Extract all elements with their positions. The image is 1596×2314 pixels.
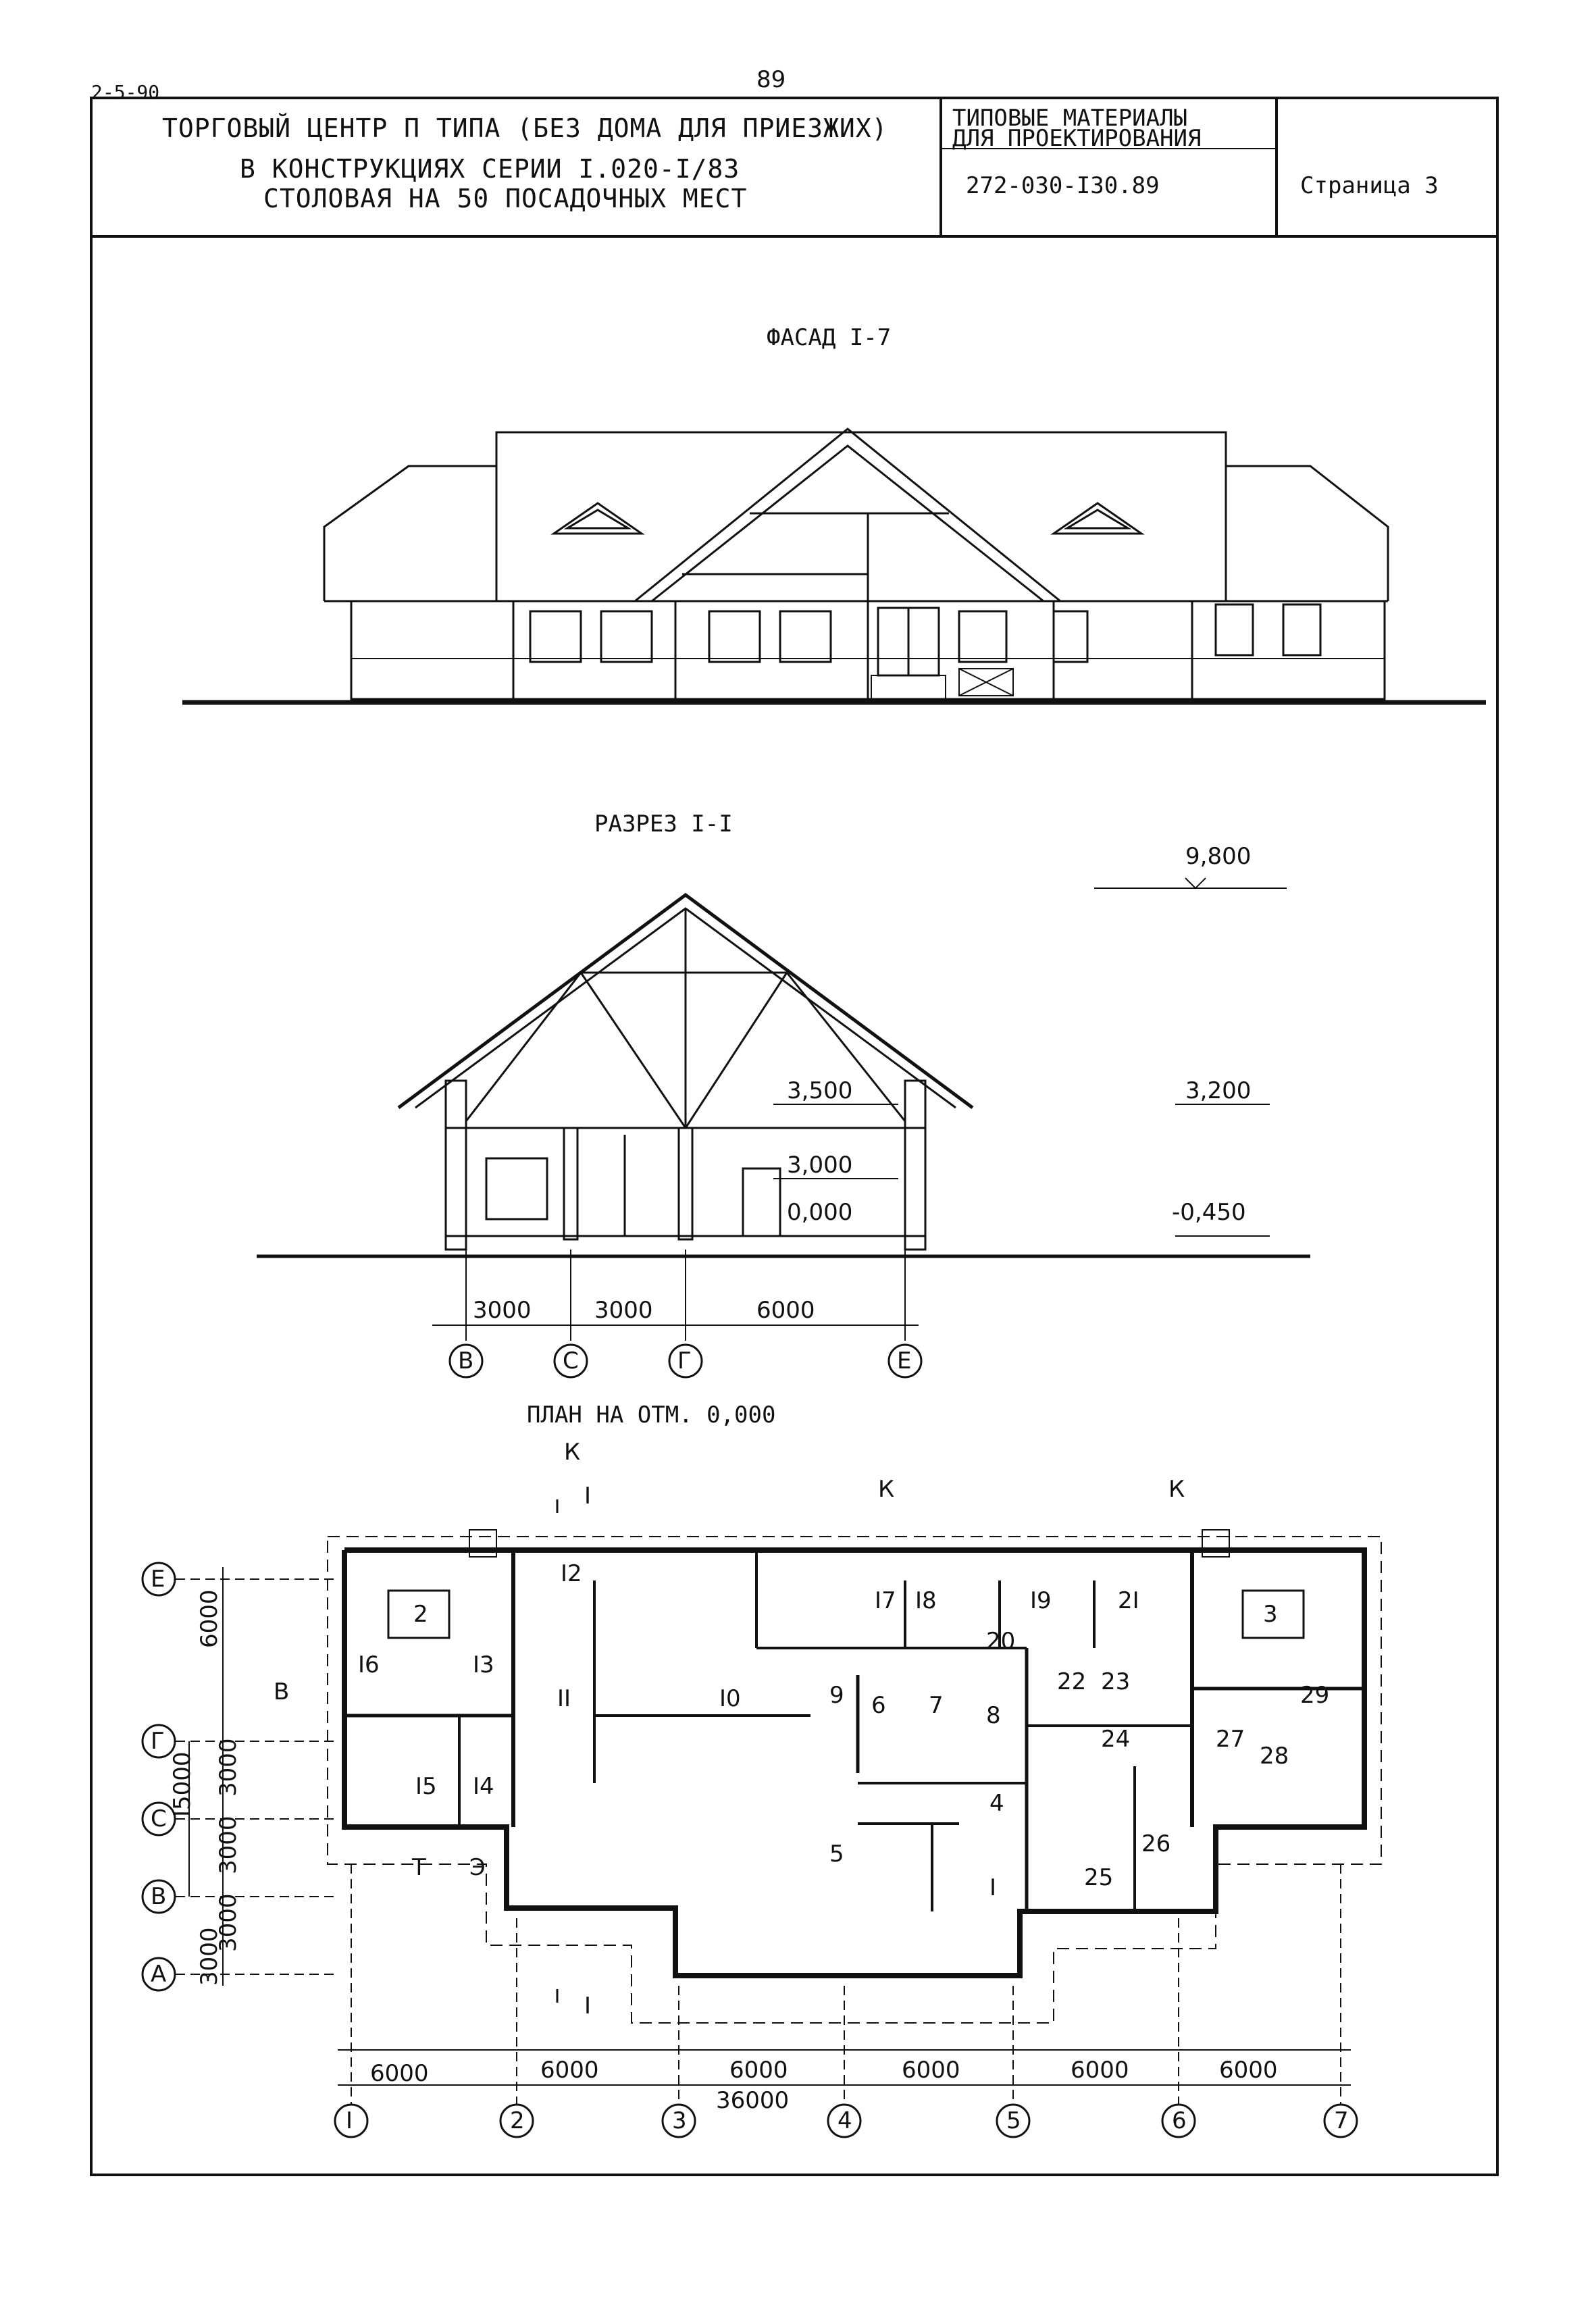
room-5: 5: [829, 1841, 844, 1868]
left-dim-2: 3000: [215, 1738, 242, 1797]
plan-axis-6: 6: [1172, 2107, 1187, 2134]
plan-axis-v: В: [151, 1883, 167, 1910]
bottom-dim-5: 6000: [1071, 2057, 1129, 2084]
sheet-title-line-2: В КОНСТРУКЦИЯХ СЕРИИ I.020-I/83: [240, 154, 740, 184]
room-25: 25: [1084, 1864, 1114, 1891]
plan-axis-e: Е: [151, 1566, 165, 1593]
plan-title: ПЛАН НА ОТМ. 0,000: [527, 1402, 776, 1429]
sheet-title-line-1: ТОРГОВЫЙ ЦЕНТР П ТИПА (БЕЗ ДОМА ДЛЯ ПРИЕ…: [162, 113, 888, 143]
marker-k-1: К: [564, 1439, 581, 1466]
room-7: 7: [929, 1692, 944, 1719]
level-3500: 3,500: [787, 1077, 853, 1104]
level-3000: 3,000: [787, 1152, 853, 1179]
facade-title: ФАСАД I-7: [767, 324, 892, 351]
room-9: 9: [829, 1682, 844, 1709]
section-axis-v: В: [458, 1347, 474, 1374]
left-dim-total: I5000: [169, 1751, 196, 1817]
floor-plan-drawing: [141, 1499, 1382, 2138]
plan-axis-5: 5: [1006, 2107, 1021, 2134]
room-29: 29: [1300, 1682, 1330, 1709]
section-dim-2: 3000: [594, 1297, 653, 1324]
room-16: I6: [358, 1651, 380, 1678]
room-12: I2: [561, 1560, 582, 1587]
section-dim-3: 6000: [756, 1297, 815, 1324]
section-mark-top: I: [584, 1483, 592, 1510]
room-20: 20: [986, 1628, 1016, 1655]
series-label-line-2: ДЛЯ ПРОЕКТИРОВАНИЯ: [952, 125, 1202, 152]
section-dim-1: 3000: [473, 1297, 532, 1324]
room-26: 26: [1141, 1830, 1171, 1857]
level-3200: 3,200: [1185, 1077, 1252, 1104]
room-27: 27: [1216, 1726, 1245, 1753]
room-14: I4: [473, 1773, 494, 1800]
room-2: 2: [413, 1601, 428, 1628]
room-10: I0: [719, 1685, 741, 1712]
level-9800: 9,800: [1185, 843, 1252, 870]
marker-k-3: К: [1168, 1476, 1185, 1503]
plan-axis-s: С: [151, 1805, 167, 1832]
left-dim-5: 3000: [196, 1927, 223, 1986]
total-dim: 36000: [716, 2087, 790, 2114]
level-0000: 0,000: [787, 1199, 853, 1226]
facade-drawing: [182, 428, 1486, 705]
room-24: 24: [1101, 1726, 1131, 1753]
marker-t: Т: [412, 1854, 426, 1881]
page-number: 89: [756, 66, 786, 93]
bottom-dim-3: 6000: [729, 2057, 788, 2084]
doc-number: 272-030-I30.89: [966, 172, 1160, 199]
room-13: I3: [473, 1651, 494, 1678]
room-6: 6: [871, 1692, 886, 1719]
sheet-frame: [90, 97, 1499, 2176]
series-label-line-1: ТИПОВЫЕ МАТЕРИАЛЫ: [952, 105, 1187, 132]
section-title: РАЗРЕЗ I-I: [594, 811, 733, 838]
section-mark-bottom: I: [584, 1992, 592, 2020]
bottom-dim-2: 6000: [540, 2057, 599, 2084]
room-11: II: [557, 1685, 571, 1712]
plan-axis-2: 2: [510, 2107, 525, 2134]
level-neg-0450: -0,450: [1172, 1199, 1246, 1226]
sheet-title-line-3: СТОЛОВАЯ НА 50 ПОСАДОЧНЫХ МЕСТ: [263, 184, 748, 213]
bottom-dim-6: 6000: [1219, 2057, 1278, 2084]
room-18: I8: [915, 1587, 937, 1614]
room-15: I5: [415, 1773, 437, 1800]
plan-axis-g: Г: [151, 1728, 165, 1755]
section-axis-e: Е: [897, 1347, 912, 1374]
room-23: 23: [1101, 1668, 1131, 1695]
bottom-dim-4: 6000: [902, 2057, 960, 2084]
room-8: 8: [986, 1702, 1001, 1729]
plan-axis-1: I: [346, 2107, 353, 2134]
section-axis-g: Г: [677, 1347, 692, 1374]
room-28: 28: [1260, 1743, 1289, 1770]
marker-b: В: [274, 1678, 290, 1705]
section-axis-s: С: [563, 1347, 579, 1374]
left-dim-1: 6000: [196, 1589, 223, 1648]
room-19: I9: [1030, 1587, 1052, 1614]
section-drawing: [257, 877, 1310, 1379]
marker-k-2: К: [878, 1476, 895, 1503]
plan-axis-4: 4: [838, 2107, 852, 2134]
page-label: Страница 3: [1300, 172, 1439, 199]
bottom-dim-1: 6000: [370, 2060, 429, 2087]
room-17: I7: [875, 1587, 896, 1614]
plan-axis-a: А: [151, 1961, 167, 1988]
room-22: 22: [1057, 1668, 1087, 1695]
marker-e: Э: [469, 1854, 486, 1881]
plan-axis-3: 3: [672, 2107, 687, 2134]
plan-axis-7: 7: [1334, 2107, 1349, 2134]
left-dim-3: 3000: [215, 1816, 242, 1874]
corner-code: 2-5-90: [91, 81, 160, 103]
room-4: 4: [989, 1790, 1004, 1817]
room-1: I: [989, 1874, 997, 1901]
room-21: 2I: [1118, 1587, 1139, 1614]
room-3: 3: [1263, 1601, 1278, 1628]
